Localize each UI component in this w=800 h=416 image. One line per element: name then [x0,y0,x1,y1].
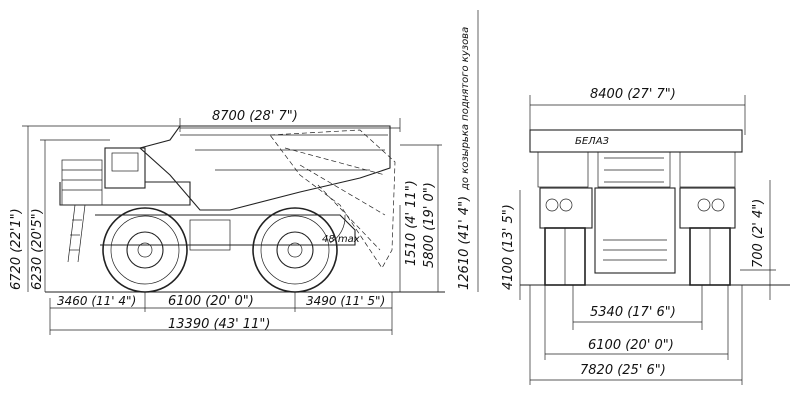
cab [104,147,146,189]
height-to-axle-label: 4100 (13' 5") [501,204,516,290]
rear-overhang-label: 3490 (11' 5") [306,294,385,308]
rear-wheel [252,207,338,293]
raised-height-note: до козырька поднятого кузова [460,27,471,191]
wheelbase-label: 6100 (20' 0") [168,294,254,309]
body-rear-clearance-label: 1510 (4' 11") [404,180,419,266]
brand-plate: БЕЛАЗ [575,136,610,147]
overall-height-label: 6720 (22'1") [9,208,24,290]
body-height-label: 5800 (19' 0") [422,182,437,268]
side-view: 6720 (22'1") 6230 (20'5") 8700 (28' 7") … [9,10,479,335]
front-track-label: 5340 (17' 6") [590,305,676,320]
overall-length-label: 13390 (43' 11") [168,317,270,332]
raised-dump-body [269,129,396,269]
ground-clearance-label: 700 (2' 4") [751,199,766,268]
body-width-label: 8400 (27' 7") [590,87,676,102]
front-view: 8400 (27' 7") БЕЛАЗ 4100 (13' 5") [501,87,790,385]
overall-width-label: 7820 (25' 6") [580,363,666,378]
raised-height-label: 12610 (41' 4") [457,196,472,290]
cab-height-label: 6230 (20'5") [30,208,45,290]
front-wheel [102,207,188,293]
body-length-label: 8700 (28' 7") [212,109,298,124]
dump-body [138,125,391,211]
rear-track-label: 6100 (20' 0") [588,338,674,353]
front-overhang-label: 3460 (11' 4") [57,294,136,308]
radiator-grille [594,187,676,274]
dump-angle-label: 48 max [322,234,360,245]
front-body-canopy [529,129,743,153]
